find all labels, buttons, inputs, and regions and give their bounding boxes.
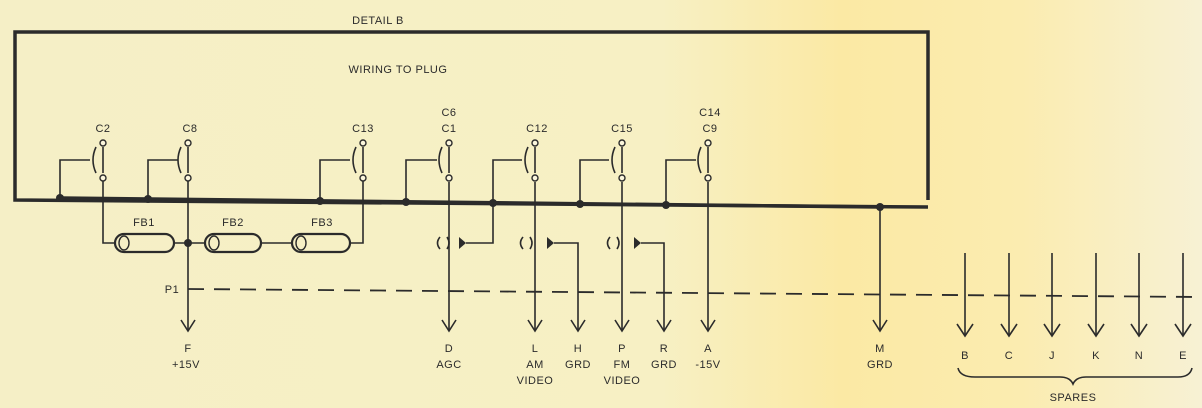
spare-pin-label: C: [1005, 350, 1013, 362]
spare-pin-label: B: [961, 350, 969, 362]
capacitor-label: C13: [352, 123, 374, 135]
pin-h: H GRD: [565, 343, 591, 371]
svg-text:AGC: AGC: [436, 359, 461, 371]
spare-pin-label: J: [1049, 350, 1055, 362]
ferrite-bead-label: FB3: [311, 217, 333, 229]
coax-connector-fm-video: [606, 182, 665, 330]
svg-text:D: D: [445, 343, 453, 355]
svg-text:GRD: GRD: [867, 359, 893, 371]
pin-d: D AGC: [436, 343, 461, 371]
svg-text:FM: FM: [614, 359, 631, 371]
capacitor-label: C8: [182, 123, 197, 135]
ferrite-bead-fb2: FB2: [203, 217, 263, 254]
ground-bus: [59, 196, 881, 209]
capacitor-label: C12: [526, 123, 548, 135]
ferrite-bead-chain: [102, 181, 364, 247]
svg-text:F: F: [184, 343, 191, 355]
svg-text:VIDEO: VIDEO: [604, 375, 641, 387]
pin-arrowheads: [180, 319, 888, 333]
pin-p: P FM VIDEO: [604, 343, 641, 387]
pin-m: M GRD: [867, 343, 893, 371]
svg-text:L: L: [532, 343, 539, 355]
pin-a: A -15V: [695, 343, 720, 371]
capacitor-label: C1: [441, 123, 456, 135]
plug-outline-box: [13, 30, 930, 209]
svg-text:R: R: [660, 343, 668, 355]
box-label: WIRING TO PLUG: [349, 64, 448, 76]
spare-pins: B C J K N E: [956, 253, 1192, 362]
spare-pin-label: K: [1092, 350, 1100, 362]
ferrite-bead-fb1: FB1: [113, 217, 176, 254]
capacitor-c2: C2: [59, 123, 110, 198]
svg-text:M: M: [875, 343, 885, 355]
spares-label: SPARES: [1050, 392, 1097, 404]
capacitor-label: C14: [699, 107, 721, 119]
plug-p1-line: [187, 288, 1201, 298]
svg-text:-15V: -15V: [695, 359, 720, 371]
capacitor-label: C2: [95, 123, 110, 135]
svg-text:A: A: [704, 343, 712, 355]
capacitor-label: C9: [702, 123, 717, 135]
capacitor-c14-c9: C14 C9: [665, 107, 721, 205]
pin-l: L AM VIDEO: [517, 343, 554, 387]
plug-label: P1: [165, 284, 179, 296]
capacitor-c12: C12: [492, 123, 548, 203]
coax-connector-am-video: [519, 182, 579, 330]
coax-connector-agc: [436, 182, 494, 330]
svg-text:VIDEO: VIDEO: [517, 375, 554, 387]
svg-text:+15V: +15V: [172, 359, 200, 371]
spares-brace: [957, 367, 1193, 387]
pin-f: F +15V: [172, 343, 200, 371]
capacitor-c6-c1: C6 C1: [405, 107, 456, 202]
capacitor-c8: C8: [147, 123, 197, 199]
ferrite-bead-fb3: FB3: [290, 217, 352, 254]
capacitor-label: C15: [611, 123, 633, 135]
ferrite-bead-label: FB2: [222, 217, 244, 229]
svg-text:H: H: [574, 343, 582, 355]
ferrite-bead-label: FB1: [133, 217, 155, 229]
svg-text:GRD: GRD: [651, 359, 677, 371]
svg-text:GRD: GRD: [565, 359, 591, 371]
capacitor-c13: C13: [319, 123, 374, 201]
capacitor-label: C6: [441, 107, 456, 119]
detail-title: DETAIL B: [352, 15, 404, 27]
svg-text:AM: AM: [526, 359, 544, 371]
spare-pin-label: N: [1135, 350, 1143, 362]
svg-text:P: P: [618, 343, 626, 355]
pin-r: R GRD: [651, 343, 677, 371]
capacitor-c15: C15: [579, 123, 633, 204]
spare-pin-label: E: [1179, 350, 1187, 362]
